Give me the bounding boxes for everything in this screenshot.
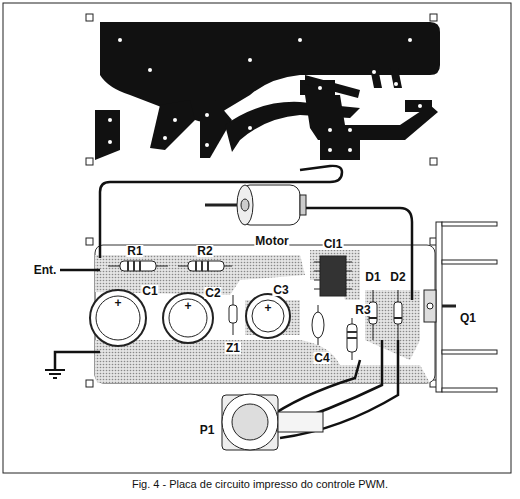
- part-label: C4: [313, 352, 330, 364]
- copper-layout: [95, 22, 440, 160]
- small-components: [229, 290, 402, 345]
- part-label: R2: [196, 245, 213, 257]
- motor-drawing: [205, 185, 306, 225]
- part-label: Z1: [225, 342, 241, 354]
- part-label: D1: [364, 271, 381, 283]
- copper-holes: [108, 38, 422, 152]
- ic-chip: [314, 256, 352, 296]
- electrolytic-capacitors: [90, 290, 290, 346]
- input-label: Ent.: [33, 264, 58, 276]
- motor-label: Motor: [254, 235, 289, 247]
- ground-symbol: [45, 370, 65, 378]
- part-label: R1: [126, 245, 143, 257]
- transistor: [424, 290, 456, 322]
- part-label: C3: [272, 284, 289, 296]
- potentiometer: [222, 394, 323, 450]
- figure-frame: [3, 3, 511, 473]
- part-label: R3: [354, 304, 371, 316]
- part-label: C2: [204, 287, 221, 299]
- corner-marks: [86, 14, 437, 387]
- part-label: C1: [141, 285, 158, 297]
- polarity-mark: +: [263, 302, 272, 314]
- part-label: P1: [199, 424, 216, 436]
- figure-caption: Fig. 4 - Placa de circuito impresso do c…: [132, 478, 388, 490]
- part-label: D2: [389, 271, 406, 283]
- polarity-mark: +: [183, 300, 192, 312]
- heatsink: [436, 222, 497, 392]
- part-label: Q1: [459, 312, 477, 324]
- part-label: CI1: [323, 238, 344, 250]
- polarity-mark: +: [113, 297, 122, 309]
